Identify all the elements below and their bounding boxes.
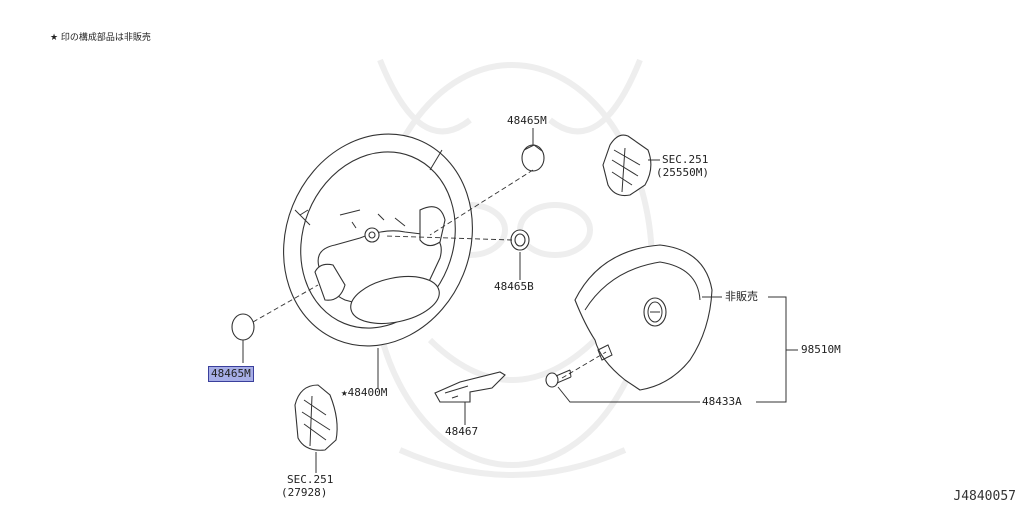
document-id: J4840057 (953, 489, 1016, 504)
label-pad-cover-top[interactable]: 48465M (507, 114, 547, 127)
label-airbag-module[interactable]: 98510M (801, 343, 841, 356)
airbag-module (574, 244, 713, 391)
assembly-lines (252, 169, 607, 379)
bolt (545, 369, 572, 388)
label-pad-cover-mid[interactable]: 48465B (494, 280, 534, 293)
pad-cover-top (521, 144, 545, 172)
label-pad-cover-left[interactable]: 48465M (208, 366, 254, 382)
leader-lines (242, 128, 798, 473)
label-sec251-bottom-ref: (27928) (281, 486, 328, 499)
label-wheel[interactable]: ★48400M (341, 386, 388, 399)
label-bracket[interactable]: 48467 (445, 425, 479, 438)
bracket (434, 371, 506, 403)
label-sec251-top[interactable]: SEC.251 (662, 153, 709, 166)
pad-cover-left (231, 313, 255, 341)
note-not-for-sale: ★ 印の構成部品は非販売 (50, 33, 151, 43)
switch-bottom (294, 384, 338, 451)
label-sec251-top-ref: (25550M) (656, 166, 709, 179)
pad-cover-mid (510, 229, 530, 251)
switch-top (602, 134, 652, 197)
steering-wheel (283, 133, 473, 347)
label-sec251-bottom[interactable]: SEC.251 (287, 473, 334, 486)
label-not-for-sale: 非販売 (725, 290, 758, 303)
label-bolt[interactable]: 48433A (702, 395, 742, 408)
